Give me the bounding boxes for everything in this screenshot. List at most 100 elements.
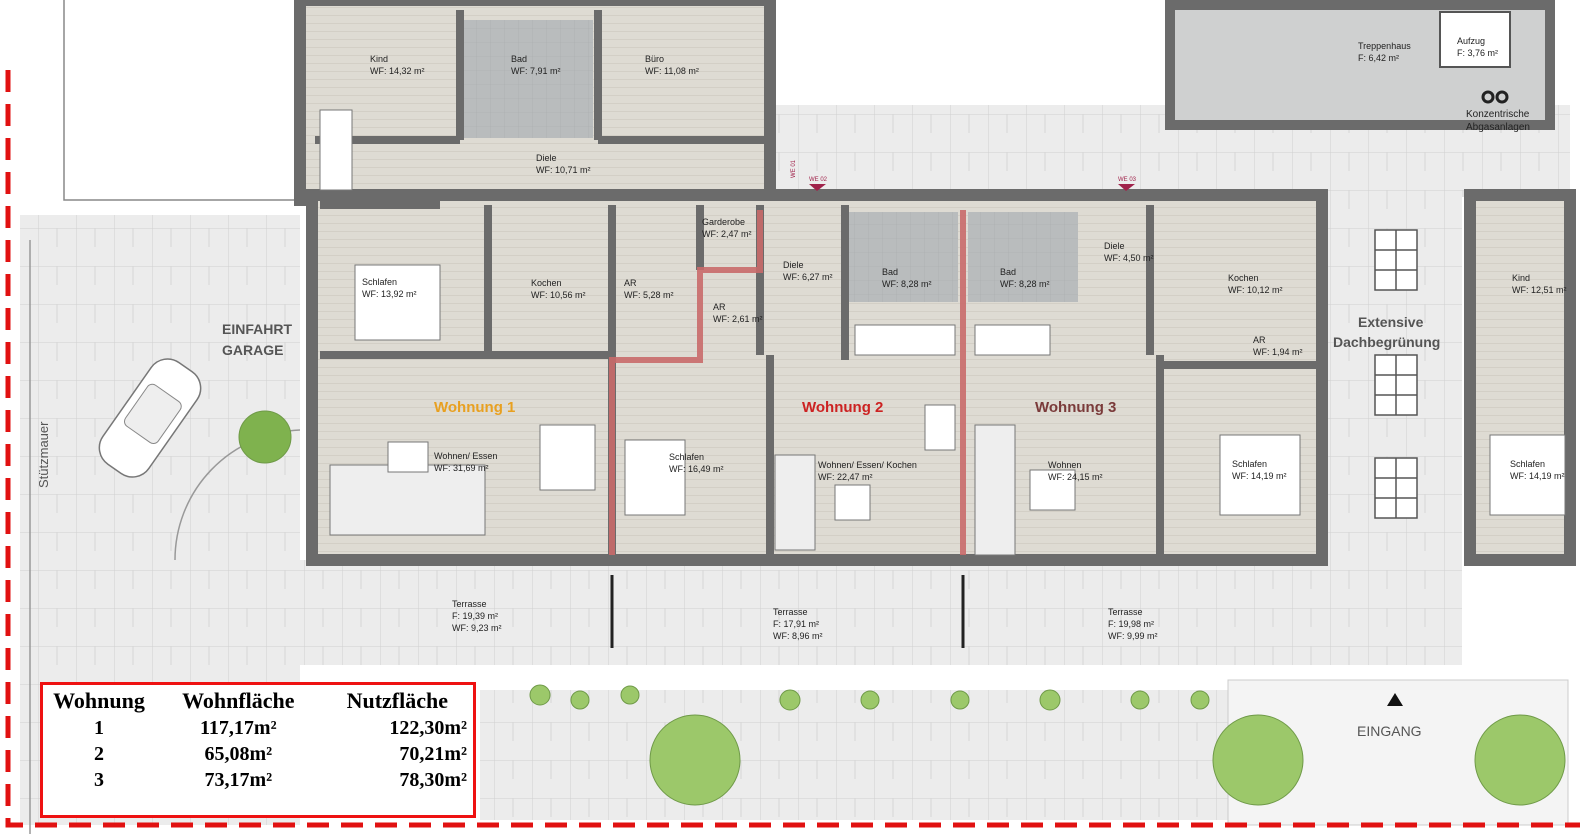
terrace-wf-terrasse-1: WF: 9,23 m² bbox=[452, 623, 502, 633]
terrace-name-terrasse-2: Terrasse bbox=[773, 607, 808, 617]
eingang-label: EINGANG bbox=[1357, 723, 1422, 739]
room-area-aufzug: F: 3,76 m² bbox=[1457, 48, 1498, 58]
room-name-schlafen-4: Schlafen bbox=[1510, 459, 1545, 469]
room-area-schlafen-3: WF: 14,19 m² bbox=[1232, 471, 1287, 481]
room-name-kochen-1: Kochen bbox=[531, 278, 562, 288]
entrance-tags: WE 01 WE 02 WE 03 bbox=[791, 159, 1137, 191]
room-name-bad-1: Bad bbox=[511, 54, 527, 64]
room-area-buero: WF: 11,08 m² bbox=[645, 66, 699, 76]
entrance-we-03: WE 03 bbox=[1118, 177, 1137, 183]
terrace-f-terrasse-3: F: 19,98 m² bbox=[1108, 619, 1154, 629]
room-area-bad-1: WF: 7,91 m² bbox=[511, 66, 561, 76]
room-area-schlafen-2: WF: 16,49 m² bbox=[669, 464, 724, 474]
wohnflaeche-cell: 73,17m² bbox=[204, 769, 273, 791]
wohnflaeche-cell: 117,17m² bbox=[200, 717, 277, 739]
abgas-label-1: Konzentrische bbox=[1466, 109, 1530, 120]
room-area-diele-3: WF: 4,50 m² bbox=[1104, 253, 1154, 263]
header-wohnflaeche: Wohnfläche bbox=[182, 688, 295, 713]
room-name-kind-4: Kind bbox=[1512, 273, 1530, 283]
exhaust-icon bbox=[1481, 90, 1509, 104]
room-name-garderobe: Garderobe bbox=[702, 217, 745, 227]
entrance-we-02: WE 02 bbox=[809, 177, 828, 183]
room-name-ar-1: AR bbox=[624, 278, 637, 288]
einfahrt-label: EINFAHRT bbox=[222, 321, 292, 337]
room-name-bad-3: Bad bbox=[1000, 267, 1016, 277]
room-area-ar-3: WF: 1,94 m² bbox=[1253, 347, 1303, 357]
terrace-name-terrasse-1: Terrasse bbox=[452, 599, 487, 609]
room-area-treppenhaus: F: 6,42 m² bbox=[1358, 53, 1399, 63]
room-area-ar-1: WF: 5,28 m² bbox=[624, 290, 674, 300]
terrace-f-terrasse-2: F: 17,91 m² bbox=[773, 619, 819, 629]
unit-label-wohnung-3: Wohnung 3 bbox=[1035, 399, 1116, 416]
room-area-kind-1: WF: 14,32 m² bbox=[370, 66, 425, 76]
car-icon bbox=[98, 358, 202, 478]
room-area-wohnen-2: WF: 22,47 m² bbox=[818, 472, 873, 482]
room-name-wohnen-3: Wohnen bbox=[1048, 460, 1081, 470]
room-name-buero: Büro bbox=[645, 54, 664, 64]
room-name-diele-1: Diele bbox=[536, 153, 557, 163]
area-table: Wohnung Wohnfläche Nutzfläche 1 117,17m²… bbox=[40, 682, 476, 818]
room-name-kochen-3: Kochen bbox=[1228, 273, 1259, 283]
entrance-arrow-icon bbox=[1387, 693, 1403, 706]
unit-label-wohnung-2: Wohnung 2 bbox=[802, 399, 883, 416]
room-name-ar-2: AR bbox=[713, 302, 726, 312]
nutzflaeche-cell: 70,21m² bbox=[399, 743, 467, 765]
room-name-wohnen-1: Wohnen/ Essen bbox=[434, 451, 497, 461]
abgas-label-2: Abgasanlagen bbox=[1466, 122, 1530, 133]
stuetzmauer-label: Stützmauer bbox=[36, 421, 51, 488]
nutzflaeche-cell: 78,30m² bbox=[399, 769, 467, 791]
dach-label-1: Extensive bbox=[1358, 314, 1424, 330]
terrace-f-terrasse-1: F: 19,39 m² bbox=[452, 611, 498, 621]
room-area-diele-1: WF: 10,71 m² bbox=[536, 165, 591, 175]
room-name-diele-3: Diele bbox=[1104, 241, 1125, 251]
table-row: 2 65,08m² 70,21m² bbox=[43, 741, 473, 767]
trees bbox=[238, 410, 1566, 806]
table-row: 3 73,17m² 78,30m² bbox=[43, 767, 473, 793]
property-boundary bbox=[5, 70, 1580, 828]
room-area-bad-3: WF: 8,28 m² bbox=[1000, 279, 1050, 289]
room-name-treppenhaus: Treppenhaus bbox=[1358, 41, 1411, 51]
room-name-bad-2: Bad bbox=[882, 267, 898, 277]
room-name-ar-3: AR bbox=[1253, 335, 1266, 345]
dach-label-2: Dachbegrünung bbox=[1333, 334, 1440, 350]
room-name-kind-1: Kind bbox=[370, 54, 388, 64]
unit-label-wohnung-1: Wohnung 1 bbox=[434, 399, 515, 416]
nutzflaeche-cell: 122,30m² bbox=[389, 717, 467, 739]
terrace-labels: Terrasse F: 19,39 m² WF: 9,23 m² TerrasseF:… bbox=[452, 599, 1158, 641]
building bbox=[294, 0, 1576, 648]
header-nutzflaeche: Nutzfläche bbox=[346, 688, 449, 713]
room-area-schlafen-1: WF: 13,92 m² bbox=[362, 289, 417, 299]
room-area-wohnen-3: WF: 24,15 m² bbox=[1048, 472, 1103, 482]
terrace-wf-terrasse-2: WF: 8,96 m² bbox=[773, 631, 823, 641]
room-area-schlafen-4: WF: 14,19 m² bbox=[1510, 471, 1565, 481]
unit-labels: Wohnung 1 Wohnung 2 Wohnung 3 bbox=[434, 399, 1116, 416]
skylights bbox=[1374, 229, 1418, 519]
table-row: 1 117,17m² 122,30m² bbox=[43, 715, 473, 741]
wohnflaeche-cell: 65,08m² bbox=[204, 743, 273, 765]
unit-cell: 1 bbox=[94, 717, 104, 739]
header-wohnung: Wohnung bbox=[53, 688, 145, 713]
room-area-wohnen-1: WF: 31,69 m² bbox=[434, 463, 489, 473]
entrance-we-01: WE 01 bbox=[791, 159, 797, 178]
room-name-diele-2: Diele bbox=[783, 260, 804, 270]
unit-cell: 3 bbox=[94, 769, 104, 791]
room-area-ar-2: WF: 2,61 m² bbox=[713, 314, 763, 324]
room-area-garderobe: WF: 2,47 m² bbox=[702, 229, 752, 239]
room-name-wohnen-2: Wohnen/ Essen/ Kochen bbox=[818, 460, 917, 470]
room-area-kind-4: WF: 12,51 m² bbox=[1512, 285, 1567, 295]
room-area-bad-2: WF: 8,28 m² bbox=[882, 279, 932, 289]
room-area-diele-2: WF: 6,27 m² bbox=[783, 272, 833, 282]
terrace-name-terrasse-3: Terrasse bbox=[1108, 607, 1143, 617]
room-area-kochen-1: WF: 10,56 m² bbox=[531, 290, 586, 300]
room-area-kochen-3: WF: 10,12 m² bbox=[1228, 285, 1283, 295]
site-annotations: EINFAHRT GARAGE Stützmauer Extensive Dac… bbox=[36, 109, 1530, 739]
garage-label: GARAGE bbox=[222, 342, 283, 358]
terrace-wf-terrasse-3: WF: 9,99 m² bbox=[1108, 631, 1158, 641]
room-name-schlafen-1: Schlafen bbox=[362, 277, 397, 287]
unit-cell: 2 bbox=[94, 743, 104, 765]
room-name-schlafen-2: Schlafen bbox=[669, 452, 704, 462]
room-name-schlafen-3: Schlafen bbox=[1232, 459, 1267, 469]
room-name-aufzug: Aufzug bbox=[1457, 36, 1485, 46]
